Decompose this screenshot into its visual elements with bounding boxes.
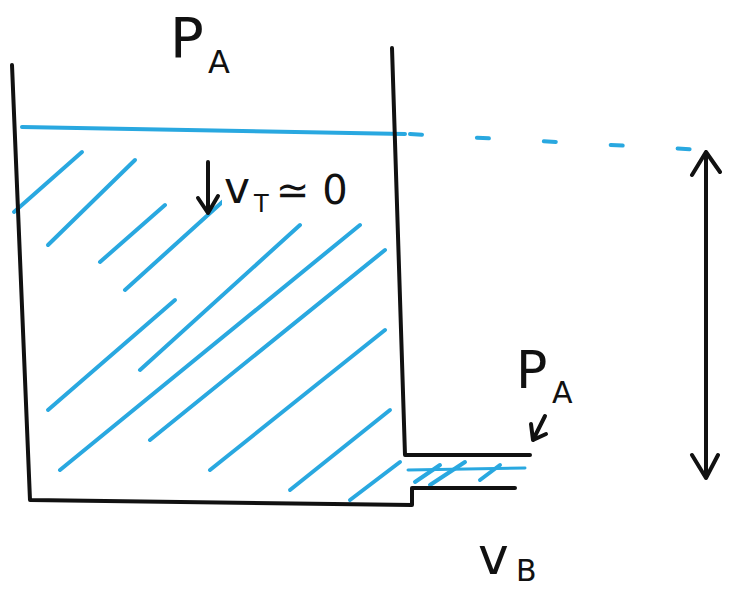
subscript: B <box>514 556 539 586</box>
height-dimension <box>692 152 720 478</box>
subscript: A <box>206 46 232 78</box>
level-projection <box>410 134 705 150</box>
arrows <box>198 152 720 478</box>
water-surface <box>22 127 405 134</box>
approx-value: ≃ 0 <box>274 170 350 210</box>
water-hatching <box>14 152 500 500</box>
subscript: T <box>252 192 271 216</box>
velocity-symbol: v <box>476 530 511 582</box>
tank-left-bottom-wall <box>12 65 515 505</box>
velocity-symbol: v <box>222 166 252 210</box>
pressure-symbol: P <box>168 10 206 66</box>
tank-right-wall <box>392 48 530 455</box>
pressure-symbol: P <box>514 344 549 396</box>
tank-walls <box>12 48 530 505</box>
subscript: A <box>550 378 575 408</box>
pressure-arrow <box>531 416 546 440</box>
pipe-water <box>408 468 525 470</box>
velocity-arrow <box>198 162 218 213</box>
